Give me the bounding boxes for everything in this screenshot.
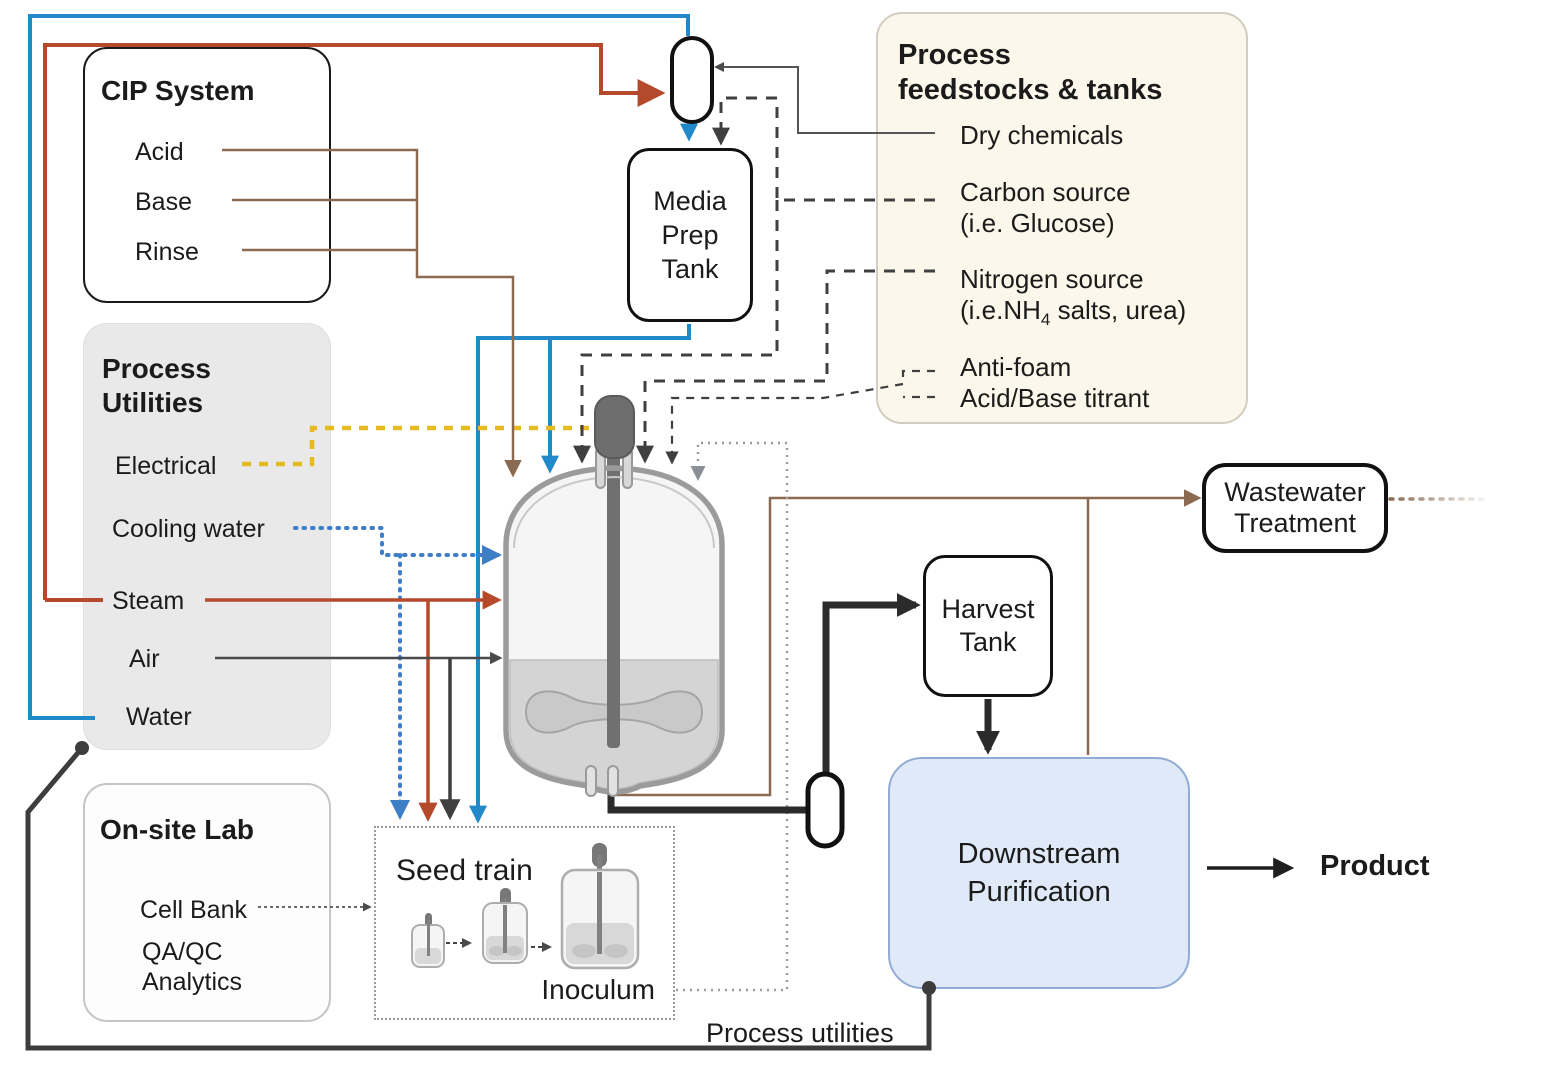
media-prep-tank-box: Media Prep Tank: [627, 148, 753, 322]
utility-item-electrical: Electrical: [115, 452, 217, 480]
utility-item-air: Air: [129, 645, 160, 673]
feedstock-dry-chemicals: Dry chemicals: [960, 120, 1124, 150]
lab-item-qaqc: QA/QC Analytics: [142, 938, 243, 996]
feedstocks-box: Process feedstocks & tanks Dry chemicals…: [876, 12, 1248, 424]
seed-train-title: Seed train: [396, 854, 533, 887]
process-utilities-box: Process Utilities Electrical Cooling wat…: [83, 323, 331, 750]
cip-item-rinse: Rinse: [135, 238, 199, 266]
process-utilities-line-label: Process utilities: [706, 1018, 894, 1048]
feedstock-antifoam-titrant: Anti-foam Acid/Base titrant: [960, 352, 1150, 413]
onsite-lab-title: On-site Lab: [100, 814, 255, 845]
feedstock-carbon-source: Carbon source (i.e. Glucose): [960, 177, 1131, 238]
utility-item-cooling-water: Cooling water: [112, 515, 265, 543]
cip-system-box: CIP System Acid Base Rinse: [83, 47, 331, 303]
product-label: Product: [1320, 850, 1430, 882]
seed-train-box: Seed train Inoculum: [374, 826, 675, 1020]
downstream-purification-box: Downstream Purification: [888, 757, 1190, 989]
utility-item-water: Water: [126, 703, 192, 731]
onsite-lab-box: On-site Lab Cell Bank QA/QC Analytics: [83, 783, 331, 1022]
lab-item-cell-bank: Cell Bank: [140, 896, 247, 924]
harvest-tank-box: Harvest Tank: [923, 555, 1053, 697]
wastewater-treatment-box: Wastewater Treatment: [1202, 463, 1388, 553]
utility-item-steam: Steam: [112, 587, 185, 615]
feedstock-nitrogen-source: Nitrogen source (i.e.NH4 salts, urea): [960, 264, 1187, 330]
cip-item-base: Base: [135, 188, 192, 216]
process-utilities-title: Process Utilities: [102, 353, 211, 418]
cip-item-acid: Acid: [135, 138, 184, 166]
inoculum-label: Inoculum: [541, 974, 655, 1005]
feedstocks-title: Process feedstocks & tanks: [898, 39, 1163, 106]
cip-system-title: CIP System: [101, 75, 255, 106]
